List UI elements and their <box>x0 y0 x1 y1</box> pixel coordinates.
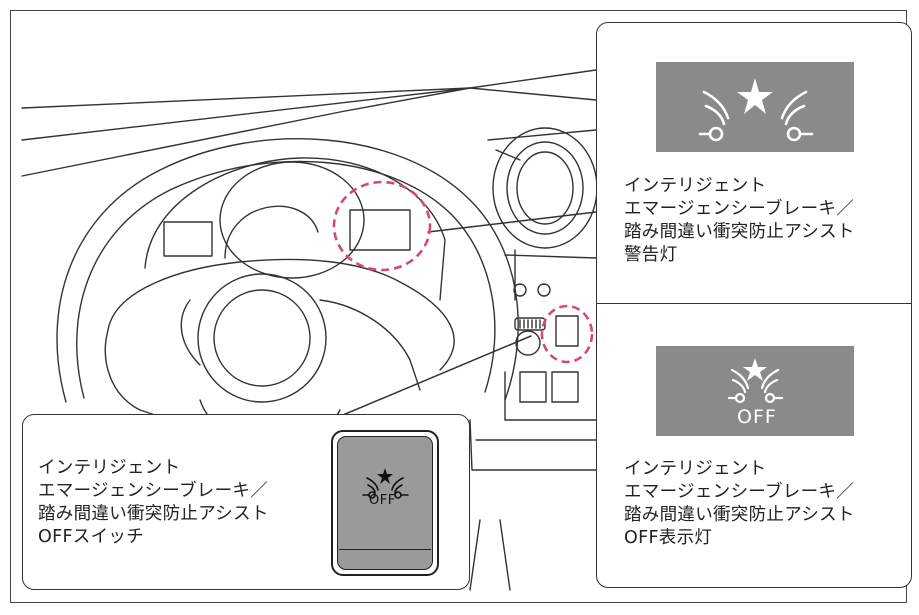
label-line: エマージェンシーブレーキ／ <box>624 482 854 502</box>
label-line: 警告灯 <box>624 245 678 265</box>
label-line: 踏み間違い衝突防止アシスト <box>38 504 269 524</box>
label-line: OFFスイッチ <box>38 527 145 547</box>
label-line: 踏み間違い衝突防止アシスト <box>624 222 855 242</box>
label-line: インテリジェント <box>624 176 767 196</box>
switch-off-text: OFF <box>369 493 396 508</box>
panel-divider <box>596 303 912 304</box>
off-switch-label: インテリジェント エマージェンシーブレーキ／ 踏み間違い衝突防止アシスト OFF… <box>38 457 269 549</box>
label-line: インテリジェント <box>624 459 767 479</box>
off-switch-button[interactable] <box>337 436 433 570</box>
label-line: エマージェンシーブレーキ／ <box>38 481 268 501</box>
collision-off-switch-icon <box>362 468 409 499</box>
off-indicator-icon-box: OFF <box>656 346 854 436</box>
label-line: 踏み間違い衝突防止アシスト <box>624 505 855 525</box>
collision-warning-icon <box>698 78 814 142</box>
off-indicator-label: インテリジェント エマージェンシーブレーキ／ 踏み間違い衝突防止アシスト OFF… <box>624 458 855 550</box>
off-switch-divider <box>339 549 431 550</box>
label-line: エマージェンシーブレーキ／ <box>624 199 854 219</box>
collision-off-icon <box>727 358 784 404</box>
label-line: インテリジェント <box>38 458 181 478</box>
label-line: OFF表示灯 <box>624 528 713 548</box>
warning-light-label: インテリジェント エマージェンシーブレーキ／ 踏み間違い衝突防止アシスト 警告灯 <box>624 175 855 267</box>
off-icon-text: OFF <box>737 406 777 428</box>
warning-light-icon-box <box>656 62 854 152</box>
